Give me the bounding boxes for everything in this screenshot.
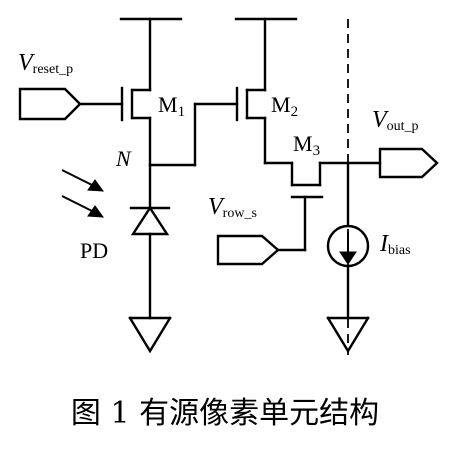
transistor-m1: [120, 17, 152, 167]
ground-symbol-right: [326, 316, 370, 354]
m1-label: M1: [158, 92, 185, 120]
node-n-label: N: [115, 146, 132, 171]
m3-label: M3: [293, 131, 320, 159]
ibias-current-source: [326, 161, 370, 320]
vreset-label: Vreset_p: [18, 50, 73, 77]
pd-label: PD: [80, 238, 108, 263]
vreset-input-port: [18, 87, 124, 121]
node-n-to-m2-gate-wire: [148, 102, 239, 167]
figure-caption: 图 1 有源像素单元结构: [71, 396, 379, 431]
vout-output-port: [378, 147, 439, 179]
transistor-m2: [235, 17, 267, 165]
ibias-label: Ibias: [379, 231, 411, 258]
vout-label: Vout_p: [372, 107, 419, 134]
photodiode: [129, 163, 171, 320]
transistor-m3: [263, 161, 382, 199]
vrow-input-port: [216, 195, 307, 266]
light-arrows-icon: [61, 169, 105, 218]
m2-label: M2: [271, 92, 298, 120]
vrow-label: Vrow_s: [208, 194, 257, 221]
ground-symbol-left: [128, 316, 172, 354]
